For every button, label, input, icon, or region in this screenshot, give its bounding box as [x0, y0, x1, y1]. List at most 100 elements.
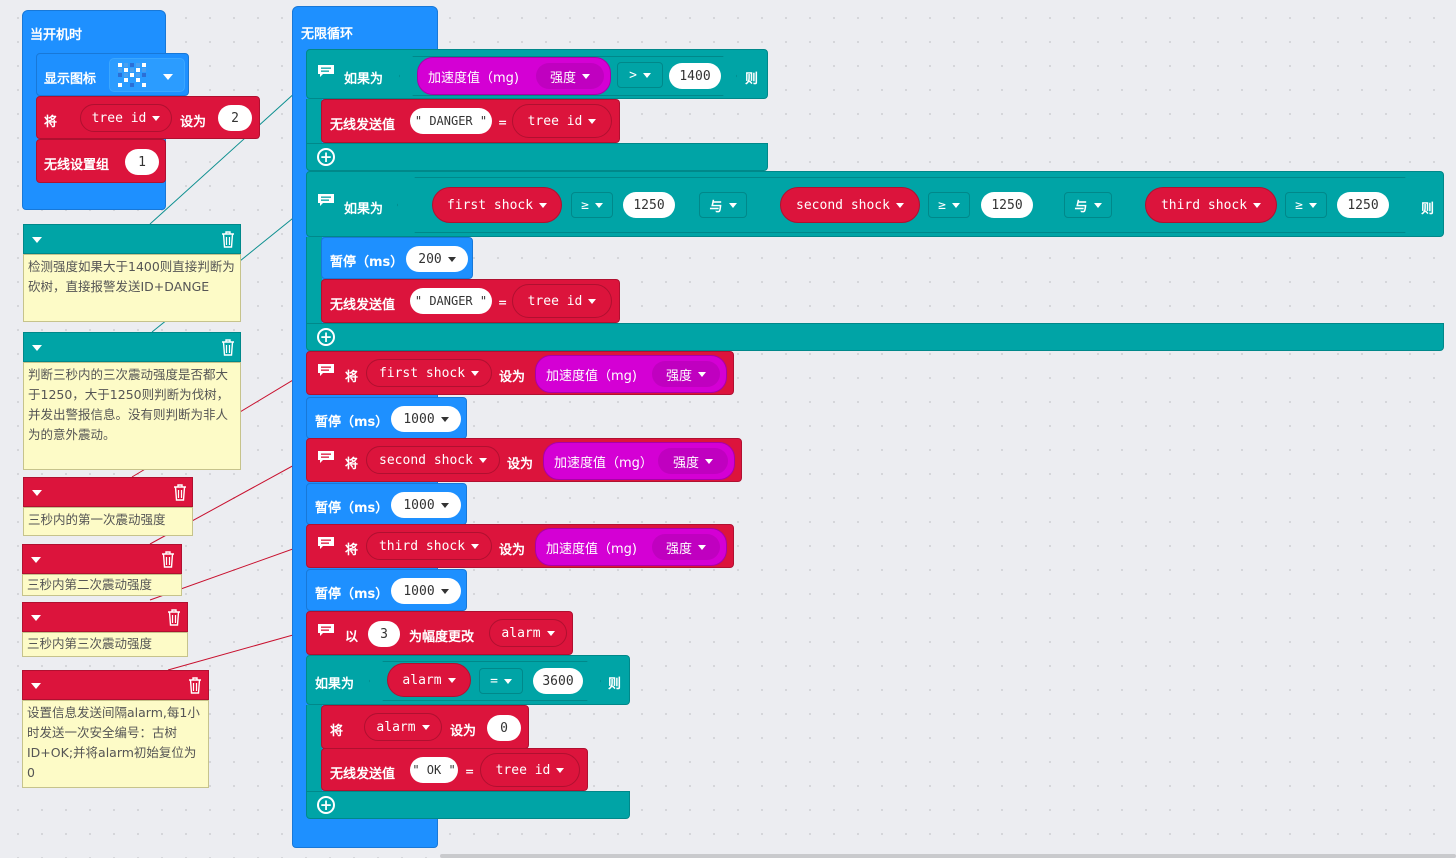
acceleration-reporter[interactable]: 加速度值（mg) 强度: [535, 528, 727, 566]
variable-dropdown[interactable]: alarm: [387, 663, 471, 697]
change-alarm-block[interactable]: 以 3 为幅度更改 alarm: [306, 611, 573, 655]
pause-block-1000-b[interactable]: 暂停（ms） 1000: [306, 483, 467, 525]
number-input[interactable]: 0: [487, 715, 521, 741]
dimension-dropdown[interactable]: 强度: [652, 361, 720, 387]
trash-icon[interactable]: [220, 230, 236, 248]
comment-text[interactable]: 三秒内第三次震动强度: [22, 632, 188, 657]
show-icon-block[interactable]: 显示图标: [36, 53, 189, 96]
set-third-shock-block[interactable]: 将 third shock 设为 加速度值（mg) 强度: [306, 524, 734, 568]
variable-dropdown[interactable]: third shock: [366, 532, 492, 560]
variable-second-shock[interactable]: second shock: [780, 187, 920, 223]
if-block-1[interactable]: 如果为 加速度值（mg) 强度 > 1400 则: [306, 49, 768, 99]
trash-icon[interactable]: [187, 676, 203, 694]
radio-send-block-2[interactable]: 无线发送值 " DANGER " = tree id: [321, 279, 620, 323]
comment-text[interactable]: 三秒内第二次震动强度: [22, 574, 182, 596]
radio-set-group-block[interactable]: 无线设置组 1: [36, 139, 166, 183]
set-tree-id-block[interactable]: 将 tree id 设为 2: [36, 96, 260, 139]
trash-icon[interactable]: [172, 483, 188, 501]
variable-dropdown[interactable]: tree id: [512, 284, 612, 318]
pause-block-200[interactable]: 暂停（ms） 200: [321, 237, 473, 279]
operator-dropdown[interactable]: >: [617, 62, 663, 88]
operator-dropdown[interactable]: ≥: [1285, 192, 1327, 218]
chevron-down-icon[interactable]: [31, 683, 41, 689]
comment-header[interactable]: [22, 544, 182, 574]
chevron-down-icon[interactable]: [32, 345, 42, 351]
comment-header[interactable]: [22, 670, 209, 700]
add-branch-icon[interactable]: +: [317, 148, 335, 166]
comparison-hexagon[interactable]: [369, 661, 601, 701]
operator-dropdown[interactable]: ≥: [571, 192, 613, 218]
variable-dropdown[interactable]: tree id: [512, 104, 612, 138]
comment-icon[interactable]: [317, 193, 335, 207]
comment-header[interactable]: [22, 602, 188, 632]
and-dropdown[interactable]: 与: [699, 192, 747, 218]
trash-icon[interactable]: [220, 338, 236, 356]
variable-dropdown[interactable]: tree id: [480, 753, 580, 787]
number-input[interactable]: 3600: [533, 668, 583, 694]
comment-icon[interactable]: [317, 64, 335, 78]
radio-send-block-3[interactable]: 无线发送值 " OK " = tree id: [321, 748, 588, 791]
number-input[interactable]: 1250: [981, 192, 1033, 218]
variable-dropdown[interactable]: first shock: [366, 359, 492, 387]
acceleration-reporter[interactable]: 加速度值（mg) 强度: [417, 57, 611, 95]
pause-dropdown[interactable]: 1000: [391, 406, 461, 432]
set-second-shock-block[interactable]: 将 second shock 设为 加速度值（mg） 强度: [306, 438, 742, 482]
set-alarm-block[interactable]: 将 alarm 设为 0: [321, 705, 529, 749]
and-dropdown[interactable]: 与: [1064, 192, 1112, 218]
number-input[interactable]: 2: [218, 105, 252, 131]
variable-dropdown[interactable]: alarm: [364, 713, 442, 741]
dimension-dropdown[interactable]: 强度: [658, 448, 728, 474]
comment-icon[interactable]: [317, 363, 335, 377]
chevron-down-icon[interactable]: [31, 615, 41, 621]
icon-picker[interactable]: [109, 58, 185, 92]
comment-header[interactable]: [23, 224, 241, 254]
comment-icon[interactable]: [317, 536, 335, 550]
chevron-down-icon[interactable]: [31, 557, 41, 563]
number-input[interactable]: 1250: [623, 192, 675, 218]
variable-dropdown[interactable]: tree id: [80, 104, 172, 132]
number-input[interactable]: 1: [125, 149, 159, 175]
comment-text[interactable]: 设置信息发送间隔alarm,每1小时发送一次安全编号：古树ID+OK;并将ala…: [22, 700, 209, 788]
number-input[interactable]: 1250: [1337, 192, 1389, 218]
add-branch-icon[interactable]: +: [317, 796, 335, 814]
pause-dropdown[interactable]: 200: [406, 246, 468, 272]
variable-first-shock[interactable]: first shock: [432, 187, 562, 223]
comment-text[interactable]: 三秒内的第一次震动强度: [23, 507, 193, 536]
trash-icon[interactable]: [160, 550, 176, 568]
trash-icon[interactable]: [166, 608, 182, 626]
horizontal-scrollbar[interactable]: [440, 854, 1456, 858]
variable-dropdown[interactable]: second shock: [366, 446, 500, 474]
if-block-2[interactable]: 如果为 first shock ≥ 1250 与 second shock ≥ …: [306, 171, 1444, 237]
variable-dropdown[interactable]: alarm: [489, 619, 567, 647]
string-input[interactable]: " DANGER ": [410, 288, 492, 314]
operator-dropdown[interactable]: =: [479, 668, 523, 694]
set-to-label: 设为: [180, 115, 207, 130]
acceleration-reporter[interactable]: 加速度值（mg） 强度: [543, 442, 735, 480]
acceleration-reporter[interactable]: 加速度值（mg) 强度: [535, 355, 727, 393]
comment-icon[interactable]: [317, 623, 335, 637]
number-input[interactable]: 3: [368, 621, 400, 647]
comment-header[interactable]: [23, 332, 241, 362]
pause-block-1000-c[interactable]: 暂停（ms） 1000: [306, 569, 467, 611]
pause-block-1000-a[interactable]: 暂停（ms） 1000: [306, 397, 467, 439]
string-input[interactable]: " OK ": [410, 757, 458, 783]
pause-dropdown[interactable]: 1000: [391, 578, 461, 604]
variable-third-shock[interactable]: third shock: [1145, 187, 1277, 223]
radio-send-block-1[interactable]: 无线发送值 " DANGER " = tree id: [321, 99, 620, 143]
comment-text[interactable]: 检测强度如果大于1400则直接判断为砍树，直接报警发送ID+DANGE: [23, 254, 241, 322]
if-block-3[interactable]: 如果为 alarm = 3600 则: [306, 655, 630, 705]
set-first-shock-block[interactable]: 将 first shock 设为 加速度值（mg) 强度: [306, 351, 734, 395]
dimension-dropdown[interactable]: 强度: [536, 63, 604, 89]
operator-dropdown[interactable]: ≥: [928, 192, 970, 218]
comment-icon[interactable]: [317, 450, 335, 464]
pause-dropdown[interactable]: 1000: [391, 492, 461, 518]
comment-text[interactable]: 判断三秒内的三次震动强度是否都大于1250，大于1250则判断为伐树，并发出警报…: [23, 362, 241, 470]
number-input[interactable]: 1400: [669, 63, 721, 89]
and-hexagon[interactable]: [397, 177, 1423, 233]
comment-header[interactable]: [23, 477, 193, 507]
chevron-down-icon[interactable]: [32, 490, 42, 496]
chevron-down-icon[interactable]: [32, 237, 42, 243]
dimension-dropdown[interactable]: 强度: [652, 534, 720, 560]
string-input[interactable]: " DANGER ": [410, 108, 492, 134]
add-branch-icon[interactable]: +: [317, 328, 335, 346]
